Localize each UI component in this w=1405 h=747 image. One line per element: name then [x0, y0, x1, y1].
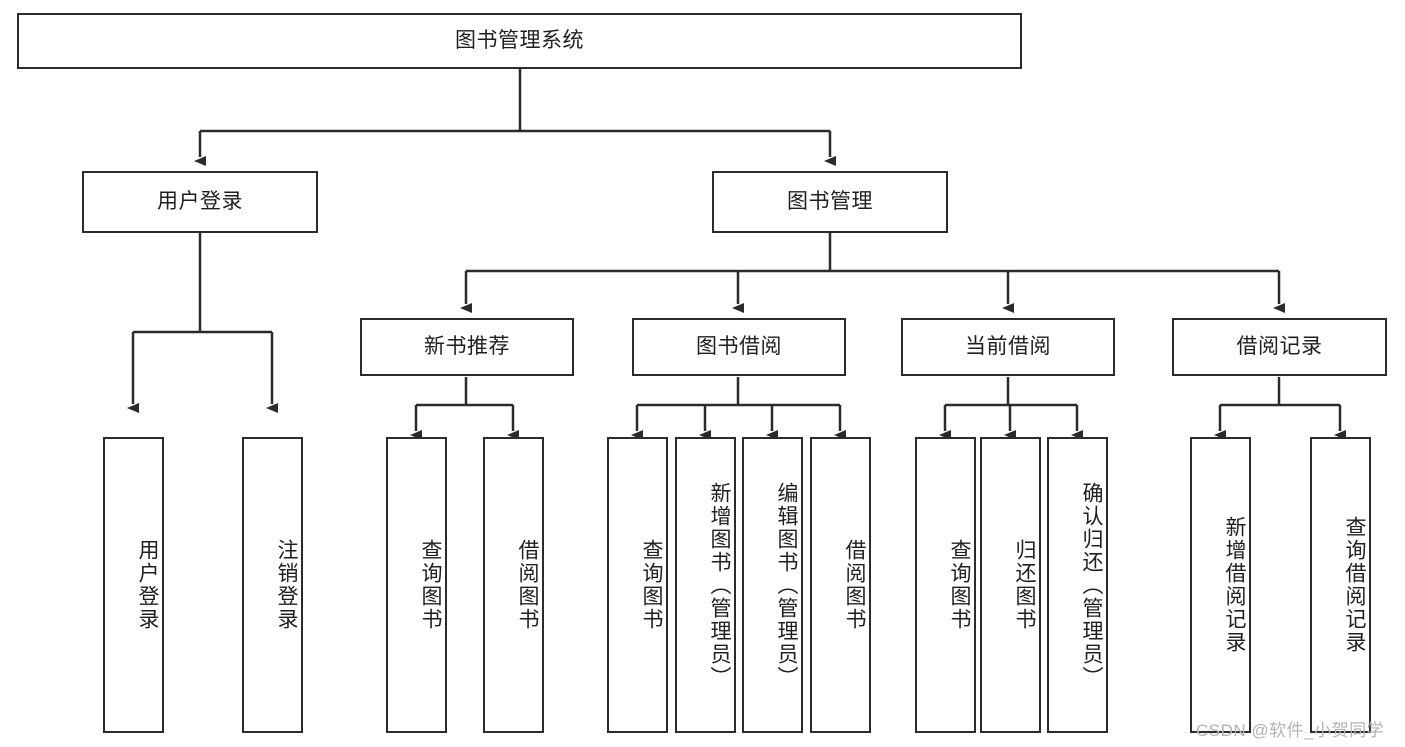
node-new-book-rec-label: 新书推荐	[424, 335, 510, 359]
node-book-manage[interactable]: 图书管理	[712, 171, 948, 233]
leaf-confirm-return-label: 确认归还（管理员）	[1080, 481, 1103, 689]
leaf-query-book-1[interactable]: 查询图书	[386, 437, 447, 733]
node-book-manage-label: 图书管理	[787, 190, 873, 214]
node-root[interactable]: 图书管理系统	[17, 13, 1022, 69]
leaf-logout-login-label: 注销登录	[275, 539, 298, 631]
leaf-return-book-label: 归还图书	[1013, 539, 1036, 631]
leaf-query-record-label: 查询借阅记录	[1343, 516, 1366, 654]
leaf-query-book-3-label: 查询图书	[948, 539, 971, 631]
csdn-watermark: CSDN @软件_小贺同学	[1196, 721, 1385, 740]
leaf-add-book-label: 新增图书（管理员）	[708, 481, 731, 689]
node-current-borrow-label: 当前借阅	[965, 335, 1051, 359]
node-new-book-rec[interactable]: 新书推荐	[360, 318, 574, 376]
leaf-add-record-label: 新增借阅记录	[1223, 516, 1246, 654]
leaf-borrow-book-2-label: 借阅图书	[843, 539, 866, 631]
leaf-query-book-2-label: 查询图书	[640, 539, 663, 631]
leaf-return-book[interactable]: 归还图书	[980, 437, 1041, 733]
node-borrow-record[interactable]: 借阅记录	[1172, 318, 1387, 376]
node-user-login-label: 用户登录	[157, 190, 243, 214]
leaf-edit-book[interactable]: 编辑图书（管理员）	[742, 437, 803, 733]
node-root-label: 图书管理系统	[455, 29, 584, 53]
leaf-logout-login[interactable]: 注销登录	[242, 437, 303, 733]
leaf-borrow-book-1[interactable]: 借阅图书	[483, 437, 544, 733]
leaf-query-book-1-label: 查询图书	[419, 539, 442, 631]
leaf-query-book-2[interactable]: 查询图书	[607, 437, 668, 733]
leaf-add-book[interactable]: 新增图书（管理员）	[675, 437, 736, 733]
leaf-query-record[interactable]: 查询借阅记录	[1310, 437, 1371, 733]
leaf-user-login[interactable]: 用户登录	[103, 437, 164, 733]
leaf-user-login-label: 用户登录	[136, 539, 159, 631]
node-borrow-record-label: 借阅记录	[1236, 335, 1323, 359]
leaf-confirm-return[interactable]: 确认归还（管理员）	[1047, 437, 1108, 733]
node-book-borrow-label: 图书借阅	[696, 335, 782, 359]
node-current-borrow[interactable]: 当前借阅	[901, 318, 1115, 376]
leaf-borrow-book-2[interactable]: 借阅图书	[810, 437, 871, 733]
leaf-borrow-book-1-label: 借阅图书	[516, 539, 539, 631]
leaf-edit-book-label: 编辑图书（管理员）	[775, 481, 798, 689]
leaf-add-record[interactable]: 新增借阅记录	[1190, 437, 1251, 733]
node-user-login[interactable]: 用户登录	[82, 171, 318, 233]
leaf-query-book-3[interactable]: 查询图书	[915, 437, 976, 733]
node-book-borrow[interactable]: 图书借阅	[632, 318, 846, 376]
